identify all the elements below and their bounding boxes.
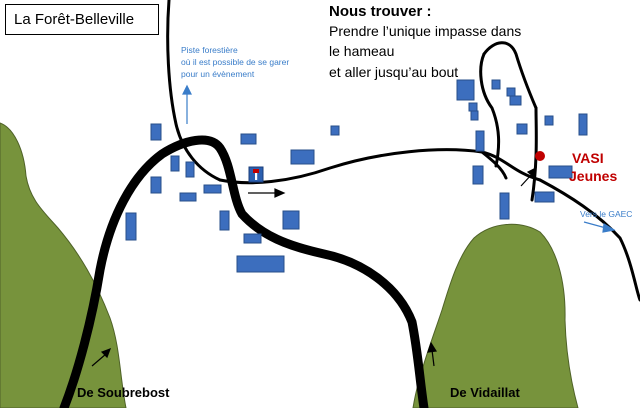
thin-roads bbox=[166, 0, 640, 302]
origin-vidaillat-label: De Vidaillat bbox=[450, 385, 520, 400]
no-through-road-icon bbox=[248, 166, 264, 183]
soubrebost-arrow bbox=[91, 347, 112, 367]
directions-heading: Nous trouver : bbox=[329, 3, 432, 20]
main-roads bbox=[59, 135, 429, 408]
forest-track-arrow bbox=[182, 84, 192, 124]
origin-soubrebost-label: De Soubrebost bbox=[77, 385, 170, 400]
forest-track-label: où il est possible de se garer bbox=[181, 57, 290, 67]
forest-right bbox=[412, 223, 579, 408]
forest-track-label: pour un évènement bbox=[181, 69, 255, 79]
map-title: La Forêt-Belleville bbox=[14, 11, 135, 28]
vidaillat-arrow bbox=[427, 341, 438, 367]
directions-line: Prendre l’unique impasse dans bbox=[329, 23, 522, 39]
gaec-label: Vers le GAEC bbox=[580, 209, 633, 219]
forest-track-label: Piste forestière bbox=[181, 45, 238, 55]
destination-label: VASI bbox=[572, 150, 604, 166]
gaec-arrow bbox=[583, 221, 616, 233]
directions-line: le hameau bbox=[329, 43, 395, 59]
destination-label: Jeunes bbox=[569, 168, 618, 184]
title-box: La Forêt-Belleville bbox=[5, 4, 159, 35]
buildings bbox=[125, 79, 588, 273]
destination-marker bbox=[535, 151, 545, 161]
impasse-arrow bbox=[520, 166, 537, 187]
direction-arrow bbox=[248, 188, 286, 198]
directions-line: et aller jusqu’au bout bbox=[329, 64, 459, 80]
forest-left bbox=[0, 122, 127, 408]
